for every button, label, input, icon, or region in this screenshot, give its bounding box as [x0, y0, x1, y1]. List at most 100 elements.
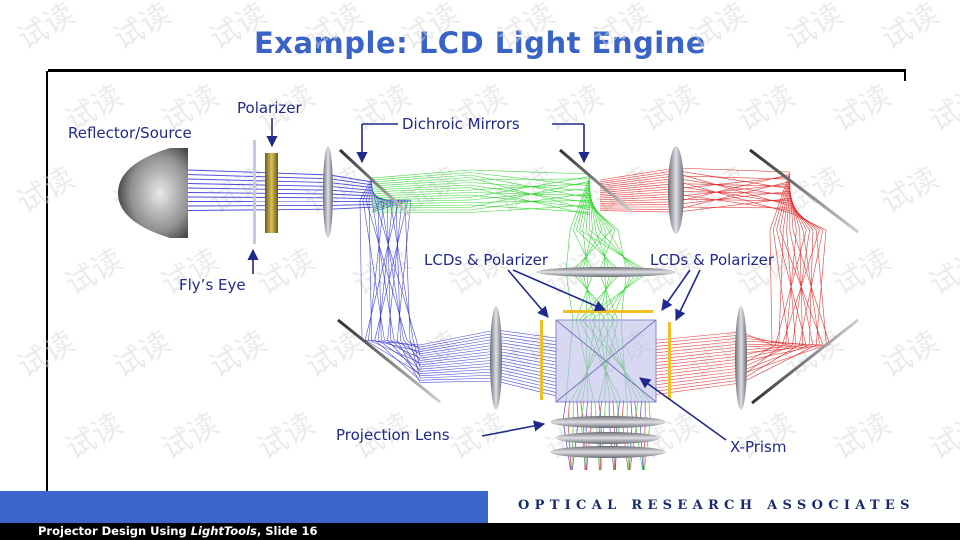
- ray: [495, 365, 557, 380]
- ray: [419, 368, 497, 374]
- ray: [567, 399, 570, 421]
- ray: [495, 356, 557, 369]
- ray: [740, 344, 803, 360]
- ray: [371, 202, 471, 205]
- watermark-text: 试读: [396, 0, 465, 57]
- ray: [495, 332, 557, 342]
- ray: [419, 359, 497, 368]
- ray: [495, 368, 557, 383]
- ray: [567, 419, 572, 471]
- ray: [740, 344, 783, 378]
- arrow-lcd-right-a: [661, 269, 691, 311]
- ray: [187, 208, 331, 211]
- ray: [599, 167, 677, 181]
- ray: [579, 181, 591, 231]
- condenser-lens: [323, 146, 333, 238]
- ray: [329, 178, 373, 186]
- ray: [608, 229, 633, 273]
- field-lens-red: [735, 306, 747, 410]
- ray: [371, 187, 471, 193]
- ray: [371, 211, 471, 213]
- ray: [634, 419, 643, 471]
- watermark-text: 试读: [732, 407, 801, 467]
- ray: [419, 353, 497, 363]
- watermark-layer: 试读试读试读试读试读试读试读试读试读试读试读试读试读试读试读试读试读试读试读试读…: [12, 0, 960, 467]
- ray: [371, 197, 471, 201]
- ray: [187, 178, 331, 184]
- ray: [371, 172, 471, 181]
- fold-mirror-bottom-left: [337, 318, 441, 404]
- ray: [740, 344, 817, 384]
- ray: [621, 419, 629, 471]
- watermark-text: 试读: [492, 161, 561, 221]
- blue-ray-bundle: [187, 169, 557, 397]
- ray: [469, 176, 591, 198]
- ray: [419, 356, 497, 366]
- label-x-prism: X-Prism: [730, 438, 786, 456]
- ray: [371, 169, 471, 179]
- watermark-text: 试读: [12, 325, 81, 385]
- ray: [368, 183, 373, 201]
- watermark-text: 试读: [108, 325, 177, 385]
- dichroic-mirror-1: [338, 148, 412, 217]
- relay-lens-red: [668, 146, 684, 234]
- ray: [495, 371, 557, 386]
- arrow-lcd-left-a: [507, 269, 549, 318]
- label-projection-lens: Projection Lens: [336, 426, 450, 444]
- frame-right-rule: [904, 71, 906, 81]
- ray: [675, 198, 791, 213]
- ray: [779, 179, 791, 231]
- ray: [571, 419, 574, 471]
- ray: [776, 176, 791, 231]
- ray: [781, 229, 820, 346]
- ray: [740, 344, 813, 351]
- ray: [371, 179, 471, 187]
- footer-software-name: LightTools: [190, 524, 257, 538]
- ray: [576, 399, 579, 421]
- ray: [329, 182, 373, 189]
- ray: [416, 339, 421, 357]
- field-lens-blue: [490, 306, 502, 410]
- ray: [187, 196, 331, 199]
- polarizer-element: [265, 153, 278, 233]
- ray: [740, 344, 793, 369]
- ray: [582, 183, 591, 231]
- watermark-text: 试读: [636, 79, 705, 139]
- ray: [187, 174, 331, 180]
- ray: [374, 339, 421, 381]
- ray: [396, 199, 412, 341]
- label-reflector-source: Reflector/Source: [68, 124, 192, 142]
- ray: [361, 339, 421, 346]
- watermark-text: 试读: [588, 0, 657, 57]
- ray: [359, 199, 363, 341]
- ray: [582, 229, 593, 273]
- ray: [582, 229, 589, 273]
- ray: [600, 419, 605, 471]
- ray: [576, 229, 603, 273]
- watermark-text: 试读: [300, 0, 369, 57]
- ray: [371, 177, 471, 185]
- ray: [329, 174, 373, 183]
- watermark-text: 试读: [300, 325, 369, 385]
- arrow-lcd-right-b: [675, 269, 701, 322]
- ray: [495, 341, 557, 352]
- ray: [595, 419, 600, 471]
- ray: [599, 196, 677, 201]
- dichroic-mirror-2: [559, 148, 633, 214]
- frame-top-rule: [48, 69, 906, 72]
- watermark-text: 试读: [60, 243, 129, 303]
- ray: [371, 184, 471, 191]
- ray: [648, 399, 651, 421]
- ray: [329, 185, 373, 191]
- ray: [634, 399, 638, 421]
- ray: [329, 206, 373, 210]
- x-prism-diagonal-b: [555, 319, 657, 403]
- ray: [404, 199, 411, 341]
- ray: [495, 329, 557, 339]
- ray: [599, 198, 677, 202]
- ray: [589, 197, 606, 231]
- ray: [469, 204, 591, 213]
- ray: [639, 399, 642, 421]
- ray: [599, 208, 677, 210]
- ray: [675, 174, 791, 203]
